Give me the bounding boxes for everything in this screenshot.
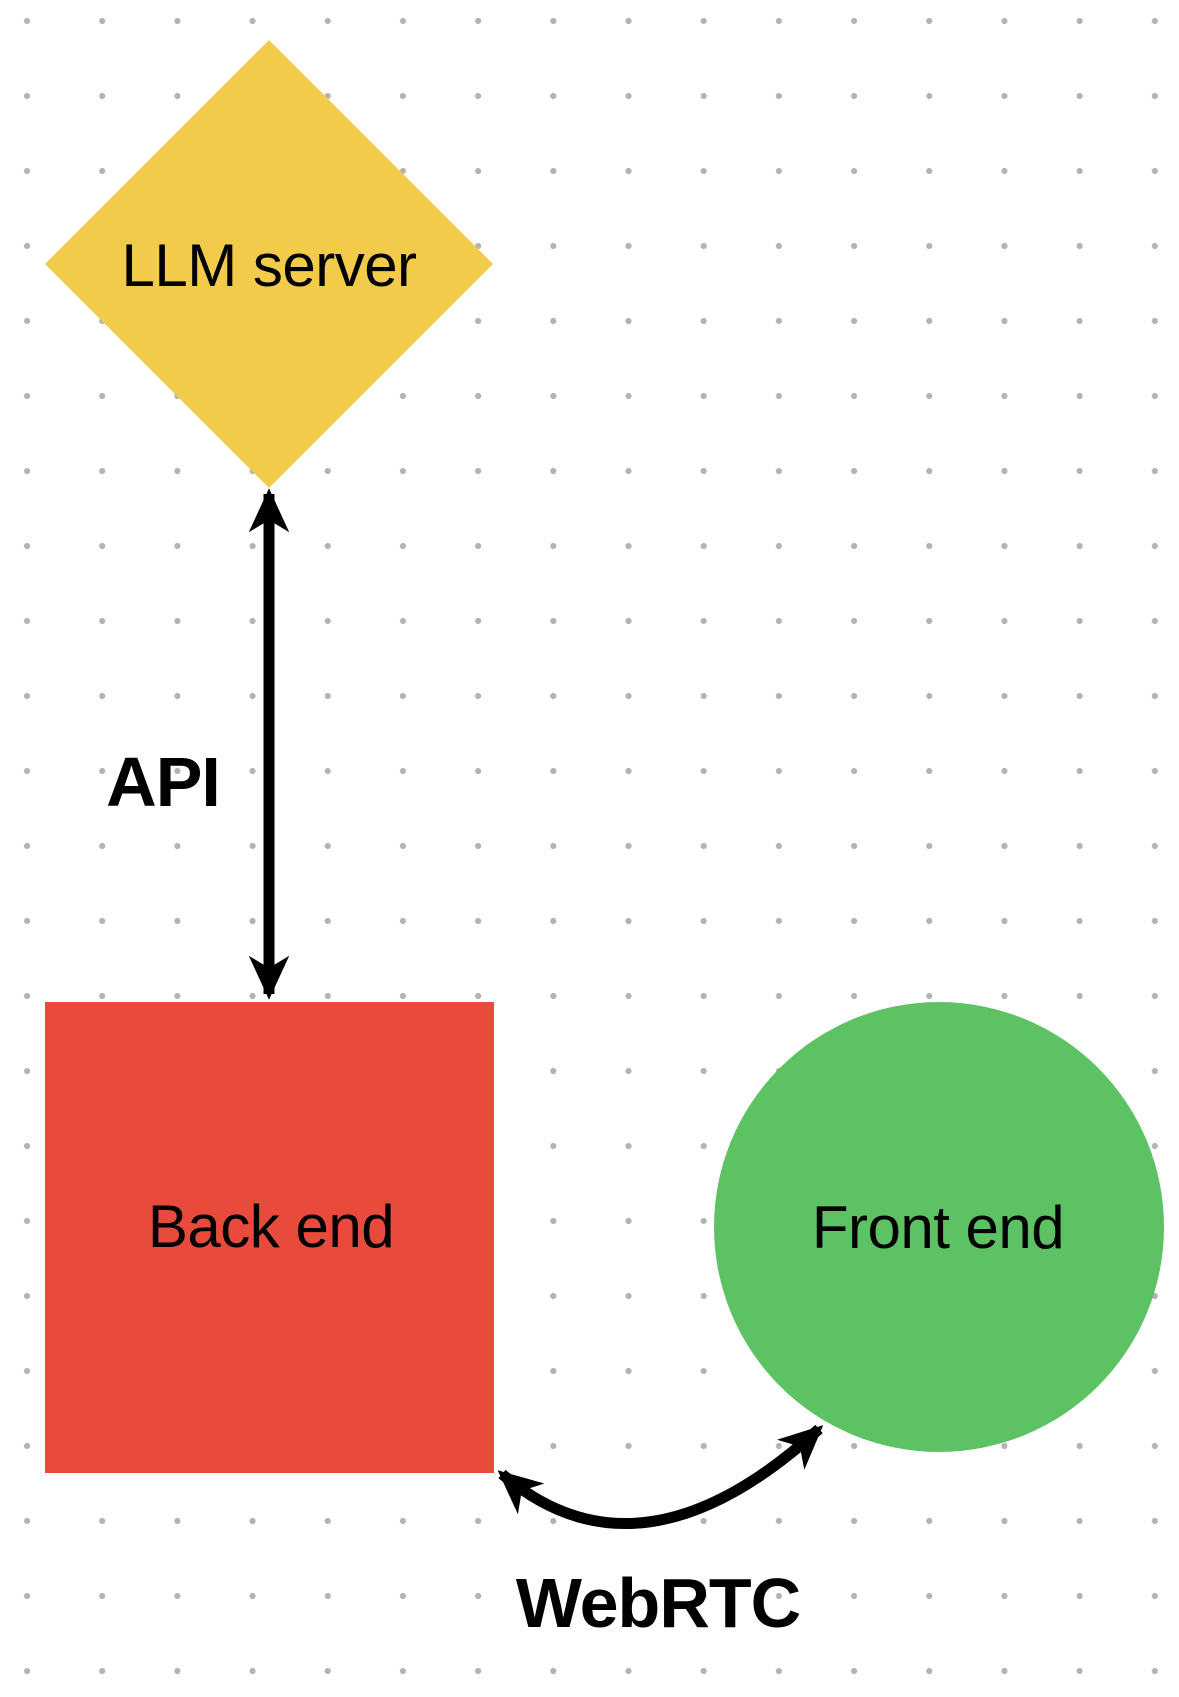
front-end-circle[interactable] xyxy=(714,1002,1164,1452)
llm-server-diamond[interactable] xyxy=(45,40,493,488)
webrtc-arrow[interactable] xyxy=(497,1424,824,1529)
back-end-square[interactable] xyxy=(45,1002,494,1473)
